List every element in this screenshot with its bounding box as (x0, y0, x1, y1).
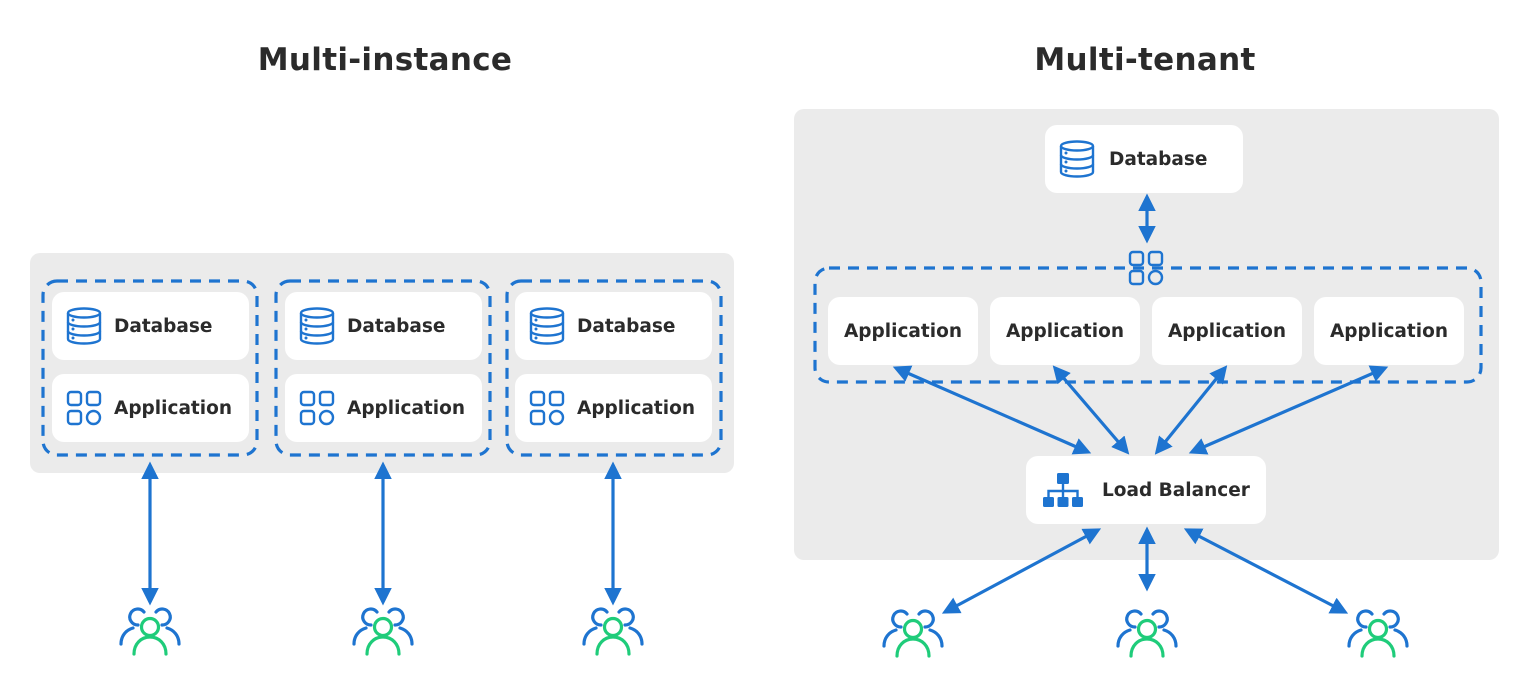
instance-application-card[interactable]: Application (515, 374, 712, 442)
application-label: Application (347, 397, 466, 419)
database-label: Database (577, 315, 676, 337)
database-label: Database (347, 315, 446, 337)
multi-tenant-title: Multi-tenant (1034, 42, 1256, 78)
application-label: Application (1329, 320, 1448, 342)
users-group-icon (119, 607, 181, 656)
apps-grid-icon (299, 390, 335, 426)
database-icon (66, 307, 102, 345)
application-label: Application (1005, 320, 1124, 342)
database-label: Database (114, 315, 213, 337)
database-label: Database (1109, 148, 1208, 170)
apps-grid-icon (66, 390, 102, 426)
apps-grid-icon (529, 390, 565, 426)
application-label: Application (114, 397, 233, 419)
load-balancer-card[interactable]: Load Balancer (1026, 456, 1266, 524)
users-group-icon (882, 609, 944, 658)
instance-database-card[interactable]: Database (285, 292, 482, 360)
instance-database-card[interactable]: Database (515, 292, 712, 360)
tenant-application-card[interactable]: Application (1314, 297, 1464, 365)
instance-database-card[interactable]: Database (52, 292, 249, 360)
instance-application-card[interactable]: Application (52, 374, 249, 442)
database-icon (529, 307, 565, 345)
tenant-application-card[interactable]: Application (1152, 297, 1302, 365)
users-group-icon (1116, 609, 1178, 658)
database-icon (1059, 140, 1095, 178)
network-hierarchy-icon (1042, 472, 1084, 508)
tenant-database-card[interactable]: Database (1045, 125, 1243, 193)
instance-application-card[interactable]: Application (285, 374, 482, 442)
users-group-icon (582, 607, 644, 656)
application-label: Application (1167, 320, 1286, 342)
users-group-icon (352, 607, 414, 656)
multi-instance-title: Multi-instance (257, 42, 513, 78)
database-icon (299, 307, 335, 345)
apps-grid-icon (1128, 250, 1164, 286)
tenant-application-card[interactable]: Application (990, 297, 1140, 365)
application-label: Application (843, 320, 962, 342)
application-label: Application (577, 397, 696, 419)
tenant-application-card[interactable]: Application (828, 297, 978, 365)
users-group-icon (1347, 609, 1409, 658)
load-balancer-label: Load Balancer (1102, 479, 1250, 501)
